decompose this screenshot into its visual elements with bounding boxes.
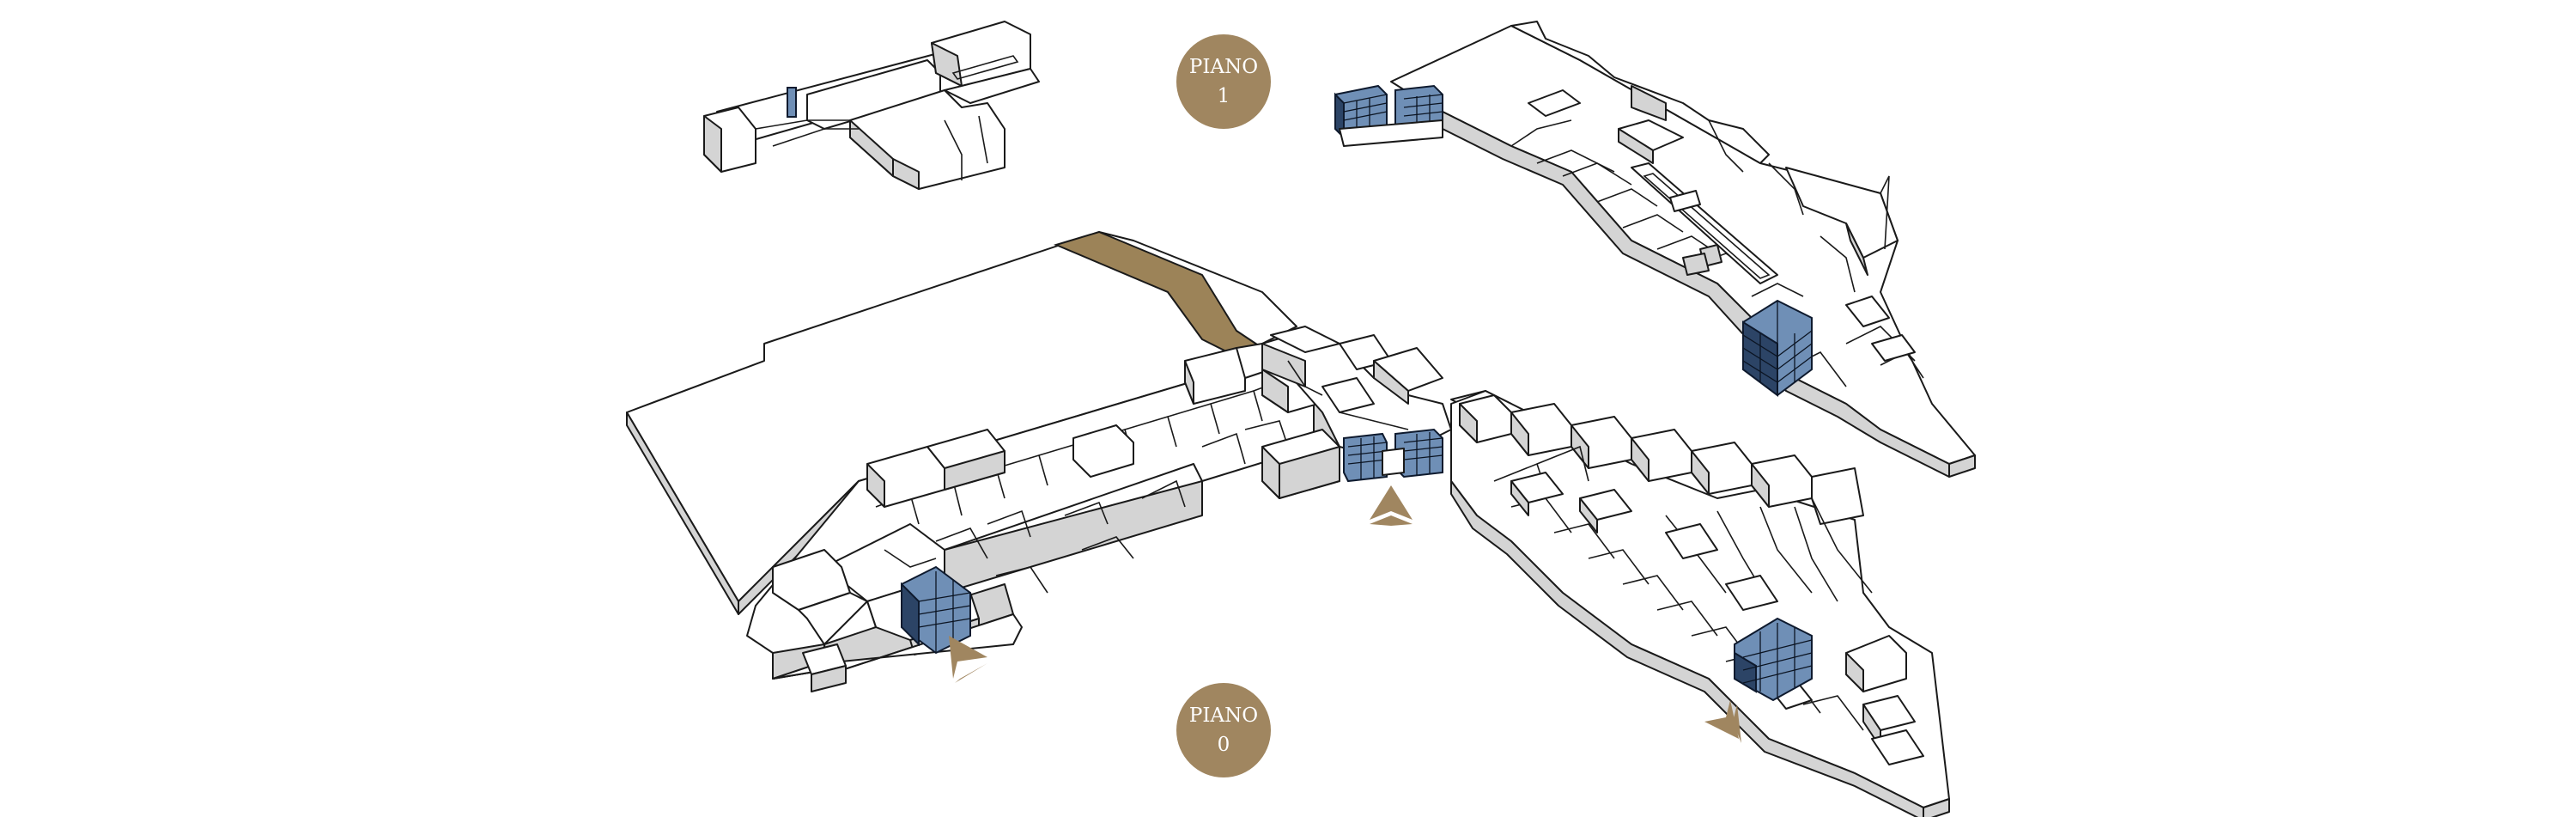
floor-badge-number: 1 [1217,85,1230,107]
floor-badge-piano-0: PIANO 0 [1176,683,1271,777]
floor1-east-wing[interactable] [1390,21,1976,478]
glass-lift-block [901,565,971,655]
floor-badge-title: PIANO [1188,56,1259,78]
entrance-arrow-icon[interactable] [1370,485,1413,526]
floor0-central-link[interactable] [1261,326,1512,499]
entrance-arrow-icon[interactable] [949,636,987,683]
floor0-west-wing[interactable] [626,230,1349,692]
glass-lift-block [1343,428,1443,483]
floor1-west-wing[interactable] [703,21,1040,190]
glass-lift-block [1334,84,1443,147]
floor0-east-wing[interactable] [1450,390,1950,817]
entrance-arrow-icon[interactable] [1704,700,1741,743]
floor-badge-number: 0 [1217,734,1230,756]
floor-badge-title: PIANO [1188,704,1259,727]
glass-lift-block [1742,299,1813,397]
glass-lift-block [1734,617,1813,702]
floor-badge-piano-1: PIANO 1 [1176,34,1271,129]
